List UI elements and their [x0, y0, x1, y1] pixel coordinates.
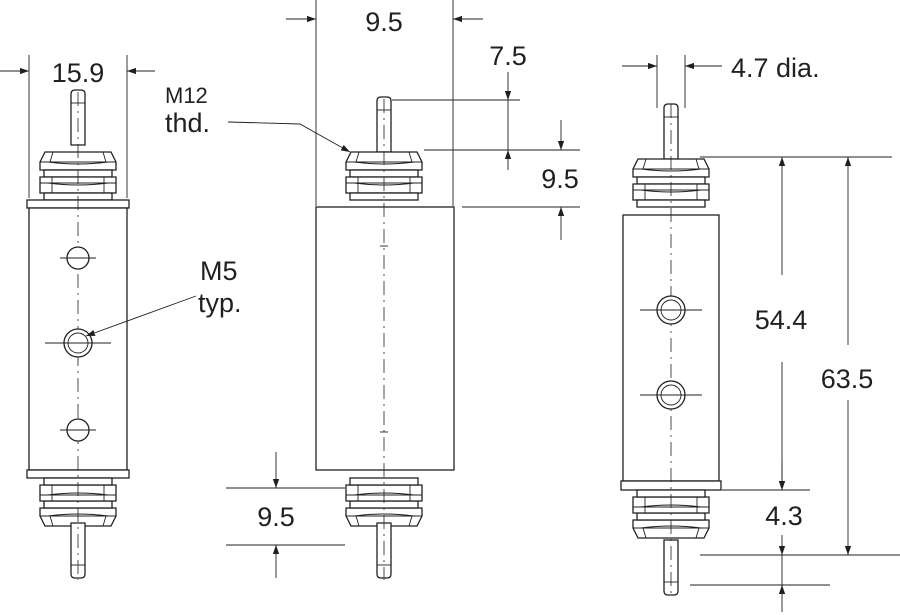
- overall-length-label: 63.5: [821, 364, 874, 394]
- bottom-nut-dimension-label: 9.5: [257, 502, 295, 532]
- housing-body: [315, 206, 455, 471]
- thread-callout-line2: thd.: [165, 108, 210, 138]
- thread-callout-line1: M12: [165, 83, 208, 108]
- hole-callout-line2: typ.: [198, 288, 242, 318]
- mount-hole-top: [640, 295, 702, 325]
- stud-dimension-label: 7.5: [489, 41, 527, 71]
- hole-callout-line1: M5: [200, 256, 238, 286]
- mount-hole-bottom: [60, 418, 96, 442]
- flange-dimension-label: 4.3: [765, 501, 803, 531]
- mount-hole-top: [60, 246, 96, 270]
- nut-height-dimension-label: 9.5: [541, 164, 579, 194]
- top-width-dimension-label: 9.5: [365, 7, 403, 37]
- left-view: 15.9 M5 typ.: [0, 55, 242, 580]
- stud-diameter-label: 4.7 dia.: [731, 53, 820, 83]
- middle-view: 9.5 7.5 9.5 9.5 M12 thd.: [165, 0, 580, 580]
- mount-hole-bottom: [640, 380, 702, 410]
- right-view: 4.7 dia. 54.4 63.5 4.3: [620, 53, 900, 612]
- body-length-label: 54.4: [755, 305, 808, 335]
- mount-hole-mid: [45, 328, 111, 358]
- width-dimension-label: 15.9: [52, 58, 105, 88]
